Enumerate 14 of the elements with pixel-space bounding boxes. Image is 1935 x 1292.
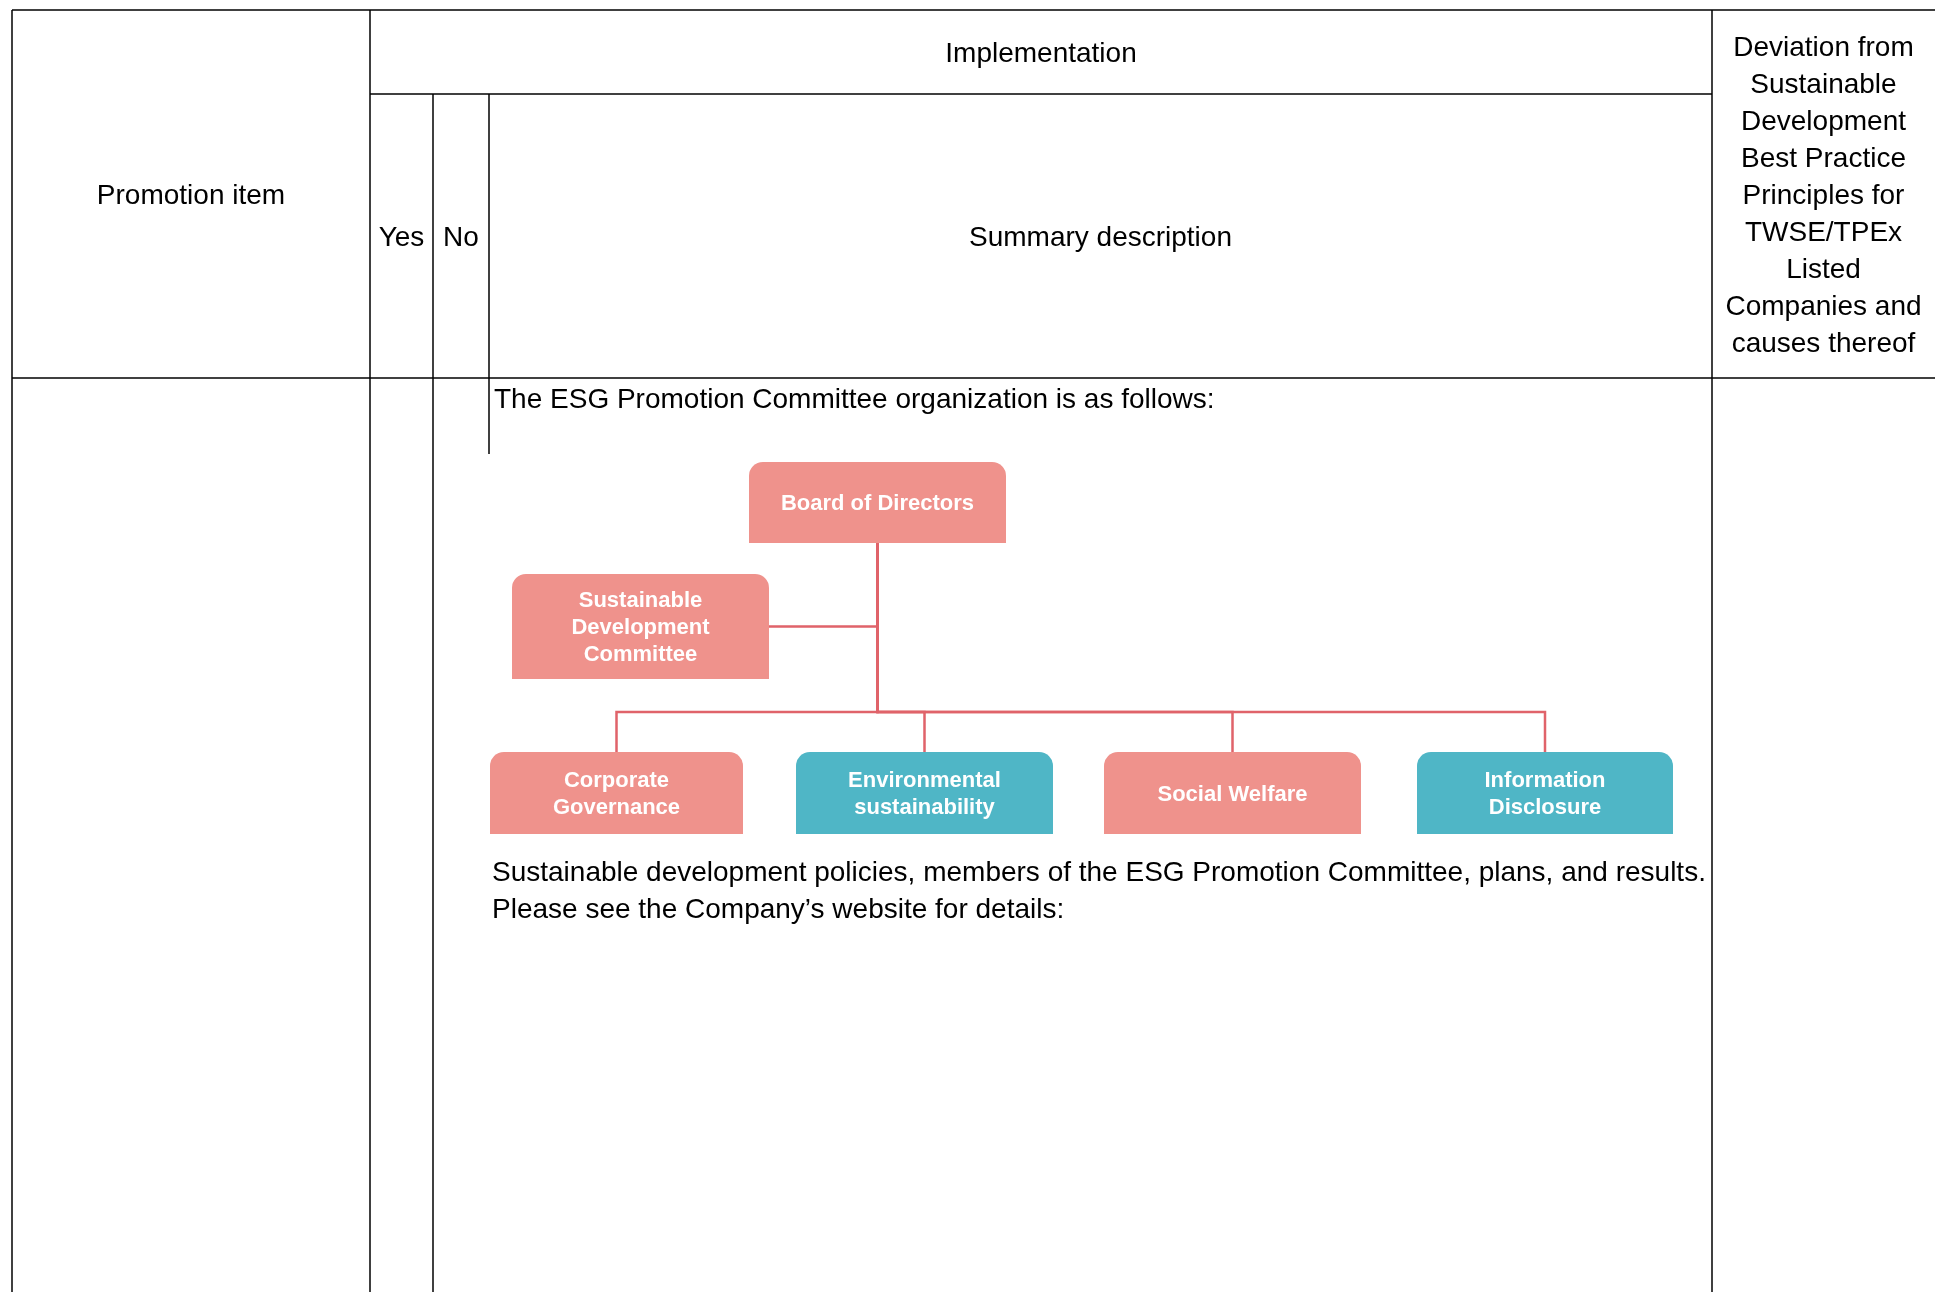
column-header: Implementation <box>945 35 1137 70</box>
description-text: The ESG Promotion Committee organization is as follows: <box>494 383 1215 414</box>
org-chart-box: Social Welfare <box>1104 752 1361 834</box>
org-chart-box: Environmental sustainability <box>796 752 1053 834</box>
column-header: Deviation from Sustainable Development Best Practice Principles for TWSE/TPEx Listed Companies and causes thereof <box>1724 29 1923 360</box>
org-chart-box: Corporate Governance <box>490 752 743 834</box>
org-chart-box: Sustainable Development Committee <box>512 574 769 679</box>
column-header: Summary description <box>969 219 1232 254</box>
column-header: Promotion item <box>96 177 286 212</box>
org-chart-box: Board of Directors <box>749 462 1006 543</box>
org-chart-box: Information Disclosure <box>1417 752 1673 834</box>
column-header: Yes <box>378 219 425 254</box>
description-text: Sustainable development policies, members of the ESG Promotion Committee, plans, and results. Please see the Company’s website for details: <box>492 856 1706 924</box>
column-header: No <box>443 219 479 254</box>
